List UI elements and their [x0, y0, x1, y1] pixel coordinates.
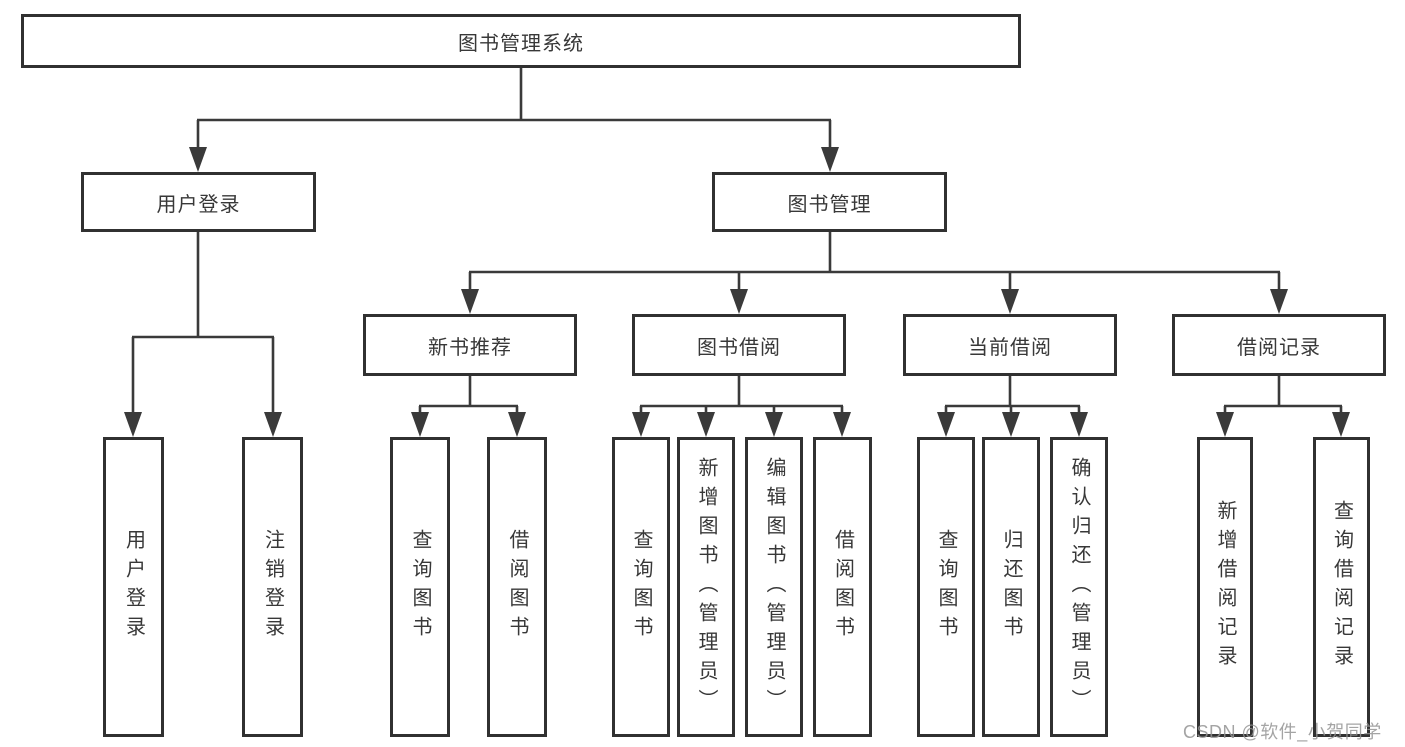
node-current-borrow: 当前借阅: [903, 314, 1117, 376]
node-user-login: 用户登录: [81, 172, 316, 232]
node-label: 图书管理: [787, 193, 872, 216]
node-label: 当前借阅: [968, 336, 1052, 359]
leaf-query-borrow-record: 查询借阅记录: [1313, 437, 1370, 737]
node-label: 查询图书: [935, 529, 957, 645]
leaf-user-login: 用户登录: [103, 437, 164, 737]
node-label: 用户登录: [122, 529, 145, 645]
node-book-borrow: 图书借阅: [632, 314, 846, 376]
node-borrow-records: 借阅记录: [1172, 314, 1386, 376]
csdn-watermark: CSDN @软件_小贺同学: [1183, 722, 1382, 742]
leaf-add-borrow-record: 新增借阅记录: [1197, 437, 1253, 737]
node-library-management-system: 图书管理系统: [21, 14, 1021, 68]
leaf-confirm-return-admin: 确认归还（管理员）: [1050, 437, 1108, 737]
leaf-query-books-borrow: 查询图书: [612, 437, 670, 737]
leaf-return-books: 归还图书: [982, 437, 1040, 737]
arrowheads: [124, 147, 1350, 437]
node-label: 查询借阅记录: [1330, 500, 1353, 674]
node-label: 图书借阅: [697, 336, 781, 359]
node-label: 归还图书: [1000, 529, 1022, 645]
node-label: 查询图书: [409, 529, 431, 645]
node-label: 用户登录: [156, 193, 241, 216]
node-label: 新增图书（管理员）: [695, 456, 717, 718]
node-label: 注销登录: [261, 529, 284, 645]
leaf-edit-books-admin: 编辑图书（管理员）: [745, 437, 803, 737]
node-label: 新增借阅记录: [1214, 500, 1236, 674]
leaf-logout: 注销登录: [242, 437, 303, 737]
node-label: 图书管理系统: [458, 32, 584, 55]
leaf-query-books-current: 查询图书: [917, 437, 975, 737]
node-label: 新书推荐: [428, 336, 512, 359]
node-label: 确认归还（管理员）: [1068, 456, 1090, 718]
node-label: 借阅记录: [1237, 336, 1321, 359]
leaf-add-books-admin: 新增图书（管理员）: [677, 437, 735, 737]
leaf-borrow-books-recommend: 借阅图书: [487, 437, 547, 737]
node-book-management: 图书管理: [712, 172, 947, 232]
node-label: 借阅图书: [506, 529, 528, 645]
node-new-book-recommend: 新书推荐: [363, 314, 577, 376]
node-label: 查询图书: [630, 529, 652, 645]
leaf-query-books-recommend: 查询图书: [390, 437, 450, 737]
node-label: 借阅图书: [831, 529, 854, 645]
node-label: 编辑图书（管理员）: [763, 456, 785, 718]
leaf-borrow-books: 借阅图书: [813, 437, 872, 737]
